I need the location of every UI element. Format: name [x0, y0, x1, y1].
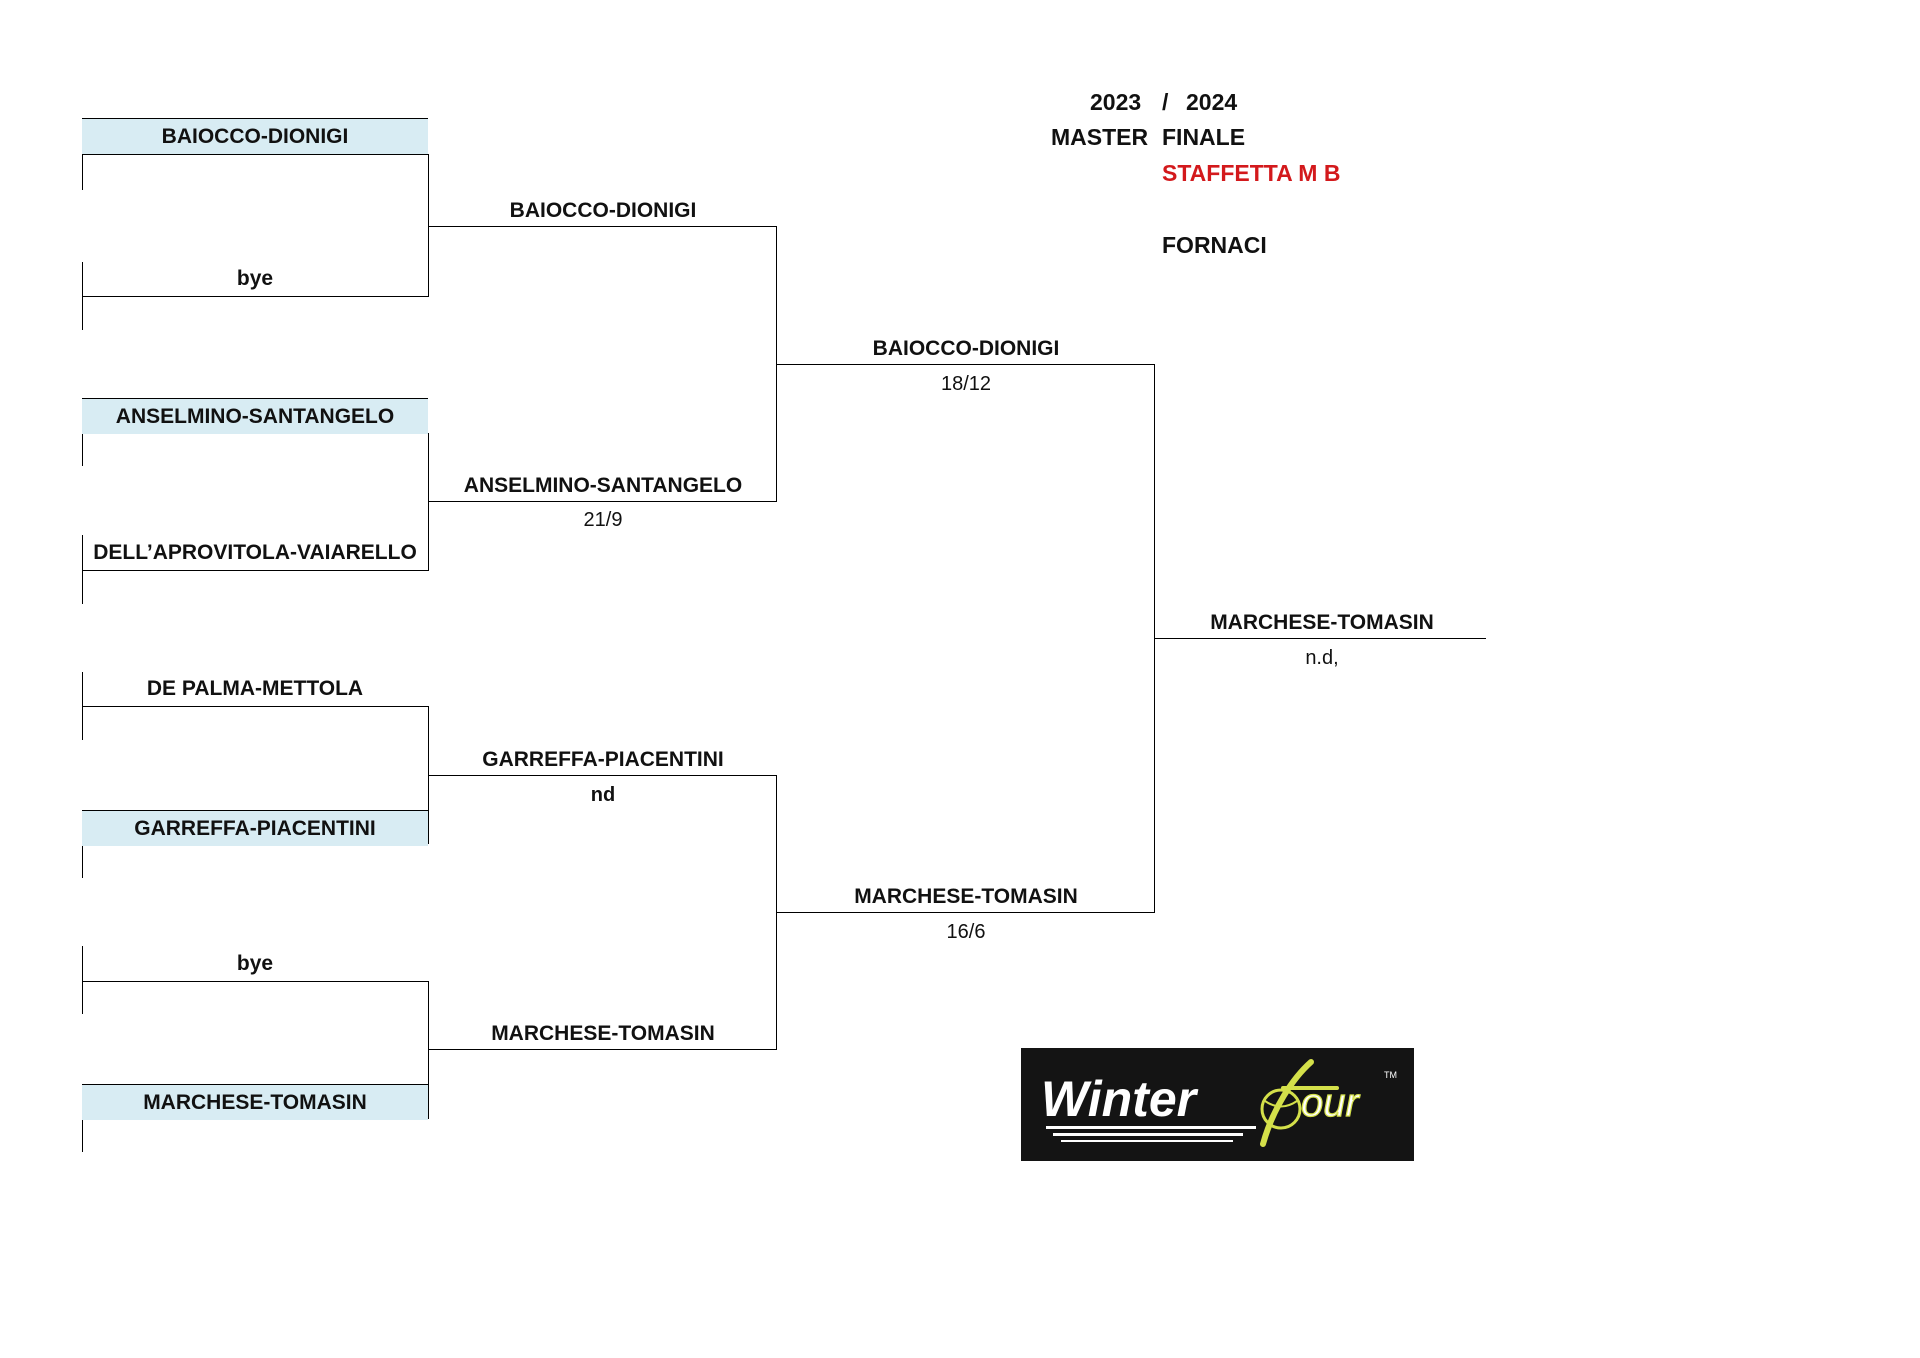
year-start: 2023	[1090, 89, 1142, 115]
round2-score-2: 21/9	[583, 509, 623, 531]
round2-team-1: BAIOCCO-DIONIGI	[509, 199, 697, 222]
year-end: 2024	[1186, 89, 1238, 115]
round2-team-3: GARREFFA-PIACENTINI	[482, 748, 724, 771]
semifinal-team-2: MARCHESE-TOMASIN	[854, 885, 1078, 908]
semifinal-score-1: 18/12	[940, 373, 992, 395]
round1-team-3: ANSELMINO-SANTANGELO	[82, 399, 428, 434]
logo-speed-lines	[1046, 1126, 1256, 1142]
wintertour-logo-graphic: Winter our TM	[1041, 1059, 1397, 1147]
wintertour-logo: Winter our TM	[1021, 1048, 1414, 1161]
semifinal-score-2: 16/6	[946, 921, 986, 943]
logo-trademark: TM	[1384, 1070, 1397, 1080]
round1-team-6: GARREFFA-PIACENTINI	[82, 811, 428, 846]
stage-label: FINALE	[1162, 124, 1246, 150]
round1-team-2: bye	[236, 267, 274, 290]
location-label: FORNACI	[1162, 232, 1267, 258]
category-label: STAFFETTA M B	[1162, 160, 1341, 186]
round2-team-2: ANSELMINO-SANTANGELO	[463, 474, 743, 497]
round2-team-4: MARCHESE-TOMASIN	[491, 1022, 715, 1045]
semifinal-team-1: BAIOCCO-DIONIGI	[872, 337, 1060, 360]
final-team: MARCHESE-TOMASIN	[1210, 611, 1434, 634]
round1-team-7: bye	[236, 952, 274, 975]
round1-team-8: MARCHESE-TOMASIN	[82, 1085, 428, 1120]
round1-team-4: DELL’APROVITOLA-VAIARELLO	[93, 541, 417, 564]
year-separator: /	[1162, 89, 1169, 115]
final-score: n.d,	[1305, 647, 1339, 669]
logo-word-right: our	[1301, 1081, 1360, 1125]
logo-t-swoosh-icon	[1260, 1059, 1314, 1147]
tennis-ball-icon	[1260, 1088, 1302, 1130]
round1-team-5: DE PALMA-METTOLA	[146, 677, 364, 700]
round1-team-1: BAIOCCO-DIONIGI	[82, 119, 428, 154]
round2-score-3: nd	[590, 784, 616, 806]
logo-word-left: Winter	[1041, 1071, 1199, 1127]
level-label: MASTER	[1051, 124, 1149, 150]
